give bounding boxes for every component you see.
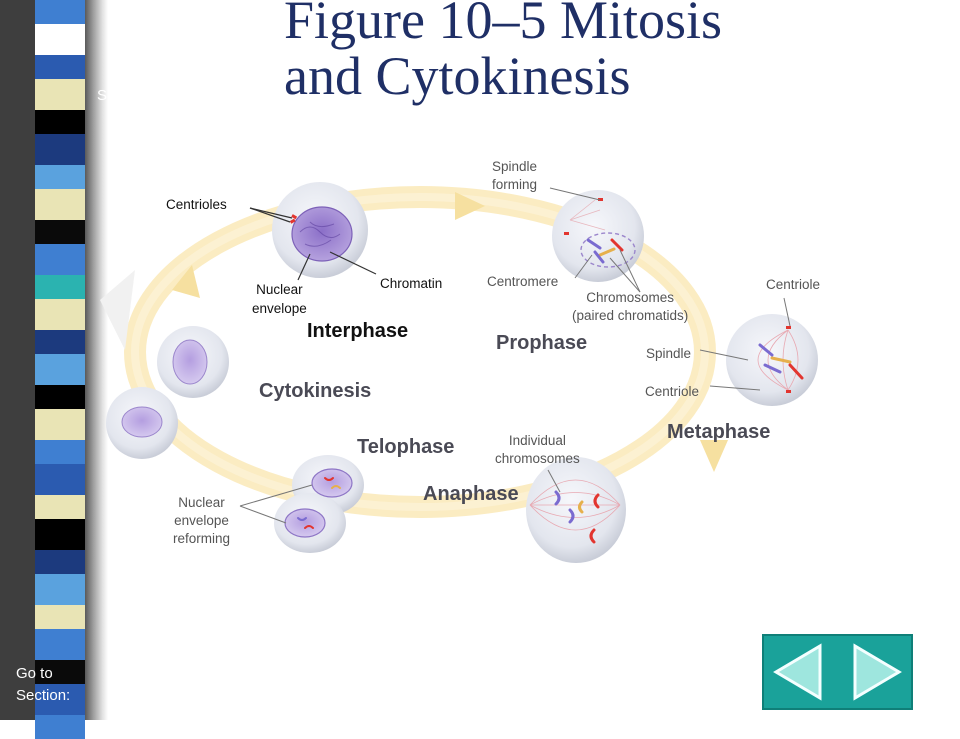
decorative-stripe-bar	[0, 0, 110, 739]
title-line-2: and Cytokinesis	[284, 46, 631, 106]
metaphase-leaders	[699, 297, 791, 391]
telophase-cells	[274, 455, 364, 553]
reforming-line2: envelope	[174, 513, 229, 528]
chromosomes-line2: (paired chromatids)	[572, 308, 689, 323]
go-to-section-link[interactable]: Go to Section:	[16, 663, 70, 707]
nuclear-envelope-label: Nuclear envelope	[252, 280, 307, 318]
spindle-label: Spindle	[646, 346, 692, 361]
telophase-leaders	[239, 484, 313, 524]
anaphase-label: Anaphase	[423, 483, 519, 505]
cytokinesis-label: Cytokinesis	[259, 380, 372, 402]
reforming-line3: reforming	[173, 531, 231, 546]
forward-arrow-icon	[853, 643, 902, 701]
interphase-label: Interphase	[307, 320, 409, 342]
reforming-line1: Nuclear	[178, 495, 225, 510]
spindle-forming-line2: forming	[492, 177, 538, 192]
side-letter: S	[97, 87, 108, 104]
title-line-1: Figure 10–5 Mitosis	[284, 0, 723, 50]
interphase-cell	[272, 182, 368, 278]
individual-chromosomes-line2: chromosomes	[495, 451, 580, 466]
navigation-panel	[762, 634, 913, 710]
nuclear-envelope-label-line1: Nuclear	[256, 282, 303, 297]
individual-chromosomes-label: Individual chromosomes	[495, 432, 580, 468]
cytokinesis-cells	[106, 326, 229, 459]
centriole-top-label: Centriole	[766, 277, 821, 292]
centromere-label: Centromere	[487, 274, 559, 289]
back-button[interactable]	[762, 634, 837, 710]
section-label: Section:	[16, 687, 71, 704]
nuclear-envelope-reforming-label: Nuclear envelope reforming	[173, 494, 230, 548]
telophase-label: Telophase	[357, 436, 455, 458]
anaphase-cell	[526, 457, 626, 563]
prophase-label: Prophase	[496, 332, 588, 354]
cycle-ring	[124, 186, 716, 518]
go-to-label: Go to	[16, 665, 53, 682]
page-title: Figure 10–5 Mitosis and Cytokinesis	[284, 0, 722, 104]
back-arrow-icon	[773, 643, 822, 701]
centriole-bottom-label: Centriole	[645, 384, 700, 399]
spindle-forming-line1: Spindle	[492, 159, 538, 174]
prophase-cell	[552, 190, 644, 282]
centrioles-label: Centrioles	[166, 197, 227, 212]
metaphase-label: Metaphase	[667, 421, 771, 443]
cell-cycle-diagram	[100, 182, 818, 563]
individual-chromosomes-line1: Individual	[508, 433, 566, 448]
chromosomes-label: Chromosomes (paired chromatids)	[572, 289, 688, 325]
metaphase-cell	[726, 314, 818, 406]
prophase-leaders	[549, 187, 641, 293]
chromatin-label: Chromatin	[380, 276, 443, 291]
spindle-forming-label: Spindle forming	[492, 158, 537, 194]
forward-button[interactable]	[838, 634, 913, 710]
cytokinesis-arrow-icon	[100, 270, 135, 350]
interphase-leaders	[249, 207, 377, 281]
cycle-arrow-icon	[172, 192, 728, 472]
nuclear-envelope-label-line2: envelope	[252, 301, 307, 316]
chromosomes-line1: Chromosomes	[586, 290, 675, 305]
anaphase-leaders	[547, 469, 561, 493]
